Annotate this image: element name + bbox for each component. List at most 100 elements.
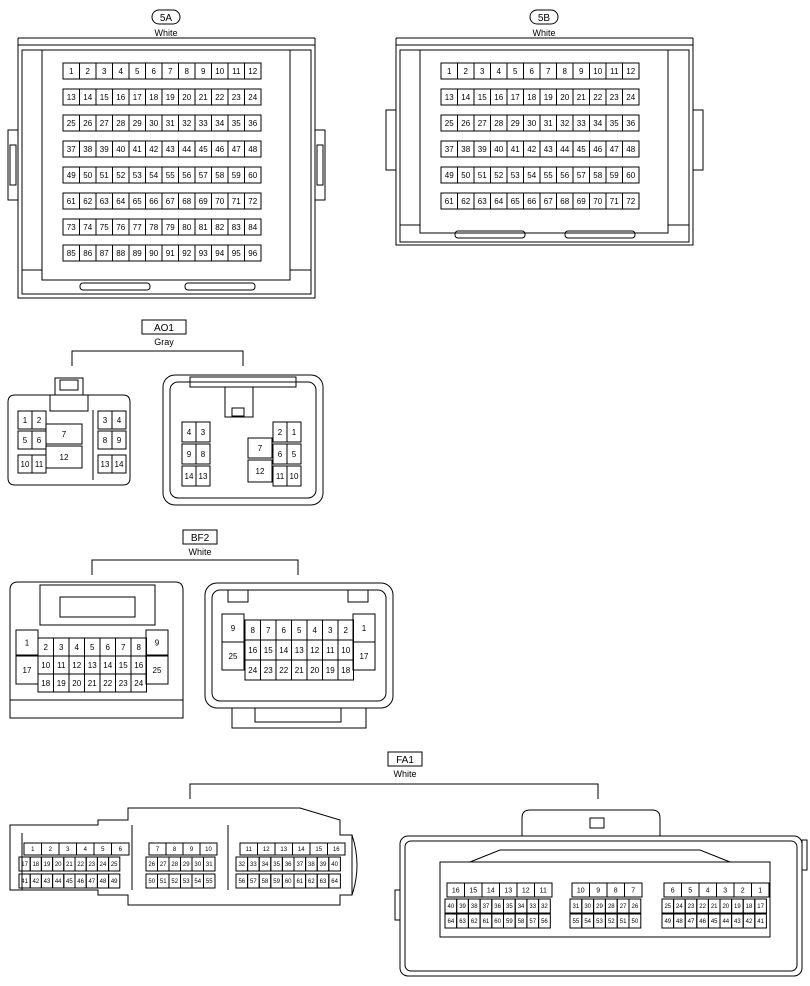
pin-cell: 7 xyxy=(148,842,167,856)
pin-number: 30 xyxy=(194,862,201,868)
pin-cell: 66 xyxy=(145,192,163,210)
pin-cell: 64 xyxy=(444,913,458,929)
pin-cell: 93 xyxy=(194,244,212,262)
pin-number: 57 xyxy=(577,171,586,180)
pin-number: 45 xyxy=(66,879,73,885)
pin-cell: 6 xyxy=(99,637,116,657)
pin-box xyxy=(286,421,302,443)
pin-number: 22 xyxy=(103,679,112,688)
pin-cell: 26 xyxy=(79,114,97,132)
pin-number: 24 xyxy=(134,679,143,688)
pin-cell: 23 xyxy=(227,88,245,106)
pin-number: 10 xyxy=(577,888,585,895)
pin-number: 4 xyxy=(84,847,88,853)
pin-cell: 18 xyxy=(337,659,354,681)
pin-cell: 9 xyxy=(111,430,127,450)
pin-number: 61 xyxy=(445,197,454,206)
pin-cell: 34 xyxy=(211,114,229,132)
pin-cell: 51 xyxy=(473,166,491,184)
pin-cell: 22 xyxy=(589,88,607,106)
pin-number: 25 xyxy=(67,119,76,128)
pin-number: 1 xyxy=(758,888,762,895)
pin-number: 24 xyxy=(626,93,635,102)
pin-box xyxy=(286,465,302,487)
pin-cell: 49 xyxy=(661,913,675,929)
pin-cell: 9 xyxy=(221,613,245,643)
pin-cell: 27 xyxy=(95,114,113,132)
pin-number: 23 xyxy=(264,666,273,675)
pin-cell: 11 xyxy=(534,882,553,898)
pin-number: 33 xyxy=(199,119,208,128)
pin-number: 21 xyxy=(711,904,718,910)
pin-number: 24 xyxy=(676,904,683,910)
pin-number: 10 xyxy=(215,67,224,76)
pin-cell: 19 xyxy=(731,898,744,914)
pin-number: 17 xyxy=(21,862,28,868)
pin-number: 14 xyxy=(487,888,495,895)
pin-cell: 6 xyxy=(272,443,288,465)
pin-cell: 33 xyxy=(572,114,590,132)
pin-number: 3 xyxy=(723,888,727,895)
pin-number: 2 xyxy=(44,643,49,652)
pin-cell: 45 xyxy=(707,913,721,929)
pin-cell: 18 xyxy=(742,898,756,914)
pin-number: 15 xyxy=(315,847,322,853)
pin-number: 27 xyxy=(620,904,627,910)
pin-cell: 68 xyxy=(556,192,574,210)
pin-number: 10 xyxy=(341,646,350,655)
pin-number: 8 xyxy=(137,643,142,652)
connector-5b-code: 5B xyxy=(538,13,551,24)
pin-cell: 25 xyxy=(62,114,80,132)
pin-number: 62 xyxy=(461,197,470,206)
pin-cell: 13 xyxy=(274,842,293,856)
pin-cell: 11 xyxy=(53,655,70,675)
pin-number: 60 xyxy=(494,919,501,925)
pin-cell: 15 xyxy=(115,655,132,675)
pin-number: 49 xyxy=(664,919,671,925)
pin-number: 37 xyxy=(67,145,76,154)
pin-box xyxy=(754,913,767,929)
pin-cell: 1 xyxy=(62,62,80,80)
pin-number: 38 xyxy=(83,145,92,154)
pin-cell: 76 xyxy=(112,218,130,236)
pin-cell: 65 xyxy=(128,192,146,210)
pin-cell: 22 xyxy=(275,659,292,681)
pin-cell: 13 xyxy=(291,639,308,661)
pin-number: 10 xyxy=(41,661,50,670)
pin-number: 9 xyxy=(596,888,600,895)
pin-number: 11 xyxy=(540,888,547,895)
pin-cell: 45 xyxy=(63,873,76,889)
pin-number: 22 xyxy=(279,666,288,675)
pin-number: 62 xyxy=(308,879,315,885)
pin-cell: 3 xyxy=(58,842,77,856)
pin-number: 3 xyxy=(59,643,64,652)
pin-number: 2 xyxy=(278,428,283,437)
pin-cell: 6 xyxy=(31,430,47,450)
pin-cell: 47 xyxy=(227,140,245,158)
pin-number: 34 xyxy=(593,119,602,128)
pin-number: 21 xyxy=(199,93,208,102)
pin-number: 57 xyxy=(250,879,257,885)
pin-cell: 30 xyxy=(581,898,595,914)
pin-cell: 18 xyxy=(523,88,541,106)
pin-cell: 19 xyxy=(539,88,557,106)
pin-number: 38 xyxy=(461,145,470,154)
pin-cell: 10 xyxy=(589,62,607,80)
pin-cell: 16 xyxy=(327,842,346,856)
pin-number: 70 xyxy=(593,197,602,206)
pin-box xyxy=(624,882,643,898)
pin-cell: 37 xyxy=(479,898,493,914)
pin-cell: 16 xyxy=(244,639,261,661)
pin-cell: 3 xyxy=(195,421,211,443)
pin-number: 14 xyxy=(279,646,288,655)
pin-box xyxy=(195,465,211,487)
pin-cell: 39 xyxy=(95,140,113,158)
pin-number: 57 xyxy=(529,919,536,925)
pin-cell: 2 xyxy=(457,62,475,80)
pin-cell: 57 xyxy=(526,913,540,929)
pin-box xyxy=(111,842,130,856)
pin-cell: 52 xyxy=(604,913,618,929)
pin-cell: 5 xyxy=(17,430,33,450)
pin-number: 23 xyxy=(610,93,619,102)
